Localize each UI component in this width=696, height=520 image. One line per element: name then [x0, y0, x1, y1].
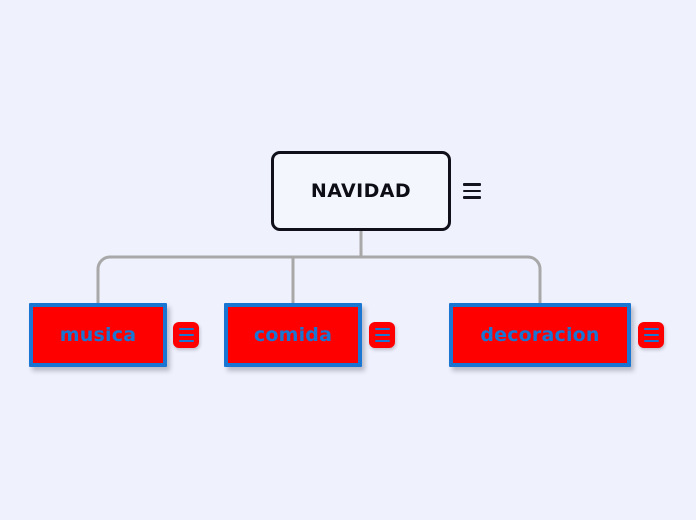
hamburger-bar: [178, 327, 194, 331]
node-musica-label: musica: [59, 324, 137, 346]
connector-to-musica: [96, 255, 112, 305]
hamburger-bar: [643, 327, 659, 331]
hamburger-bar: [643, 333, 659, 337]
hamburger-bar: [374, 333, 390, 337]
node-comida-menu-button[interactable]: [369, 322, 395, 348]
hamburger-bar: [374, 339, 390, 343]
node-comida[interactable]: comida: [224, 303, 362, 367]
node-root[interactable]: NAVIDAD: [271, 151, 451, 231]
node-musica[interactable]: musica: [29, 303, 167, 367]
hamburger-bar: [463, 183, 481, 186]
hamburger-bar: [463, 189, 481, 193]
node-comida-label: comida: [253, 324, 333, 346]
node-decoracion-label: decoracion: [480, 324, 600, 346]
node-root-label: NAVIDAD: [310, 180, 412, 202]
hamburger-bar: [463, 196, 481, 199]
node-root-menu-button[interactable]: [462, 179, 482, 203]
hamburger-bar: [178, 339, 194, 343]
node-decoracion-menu-button[interactable]: [638, 322, 664, 348]
hamburger-bar: [178, 333, 194, 337]
hamburger-bar: [374, 327, 390, 331]
node-musica-menu-button[interactable]: [173, 322, 199, 348]
hamburger-bar: [643, 339, 659, 343]
node-decoracion[interactable]: decoracion: [449, 303, 631, 367]
connector-to-decoracion: [526, 255, 542, 305]
